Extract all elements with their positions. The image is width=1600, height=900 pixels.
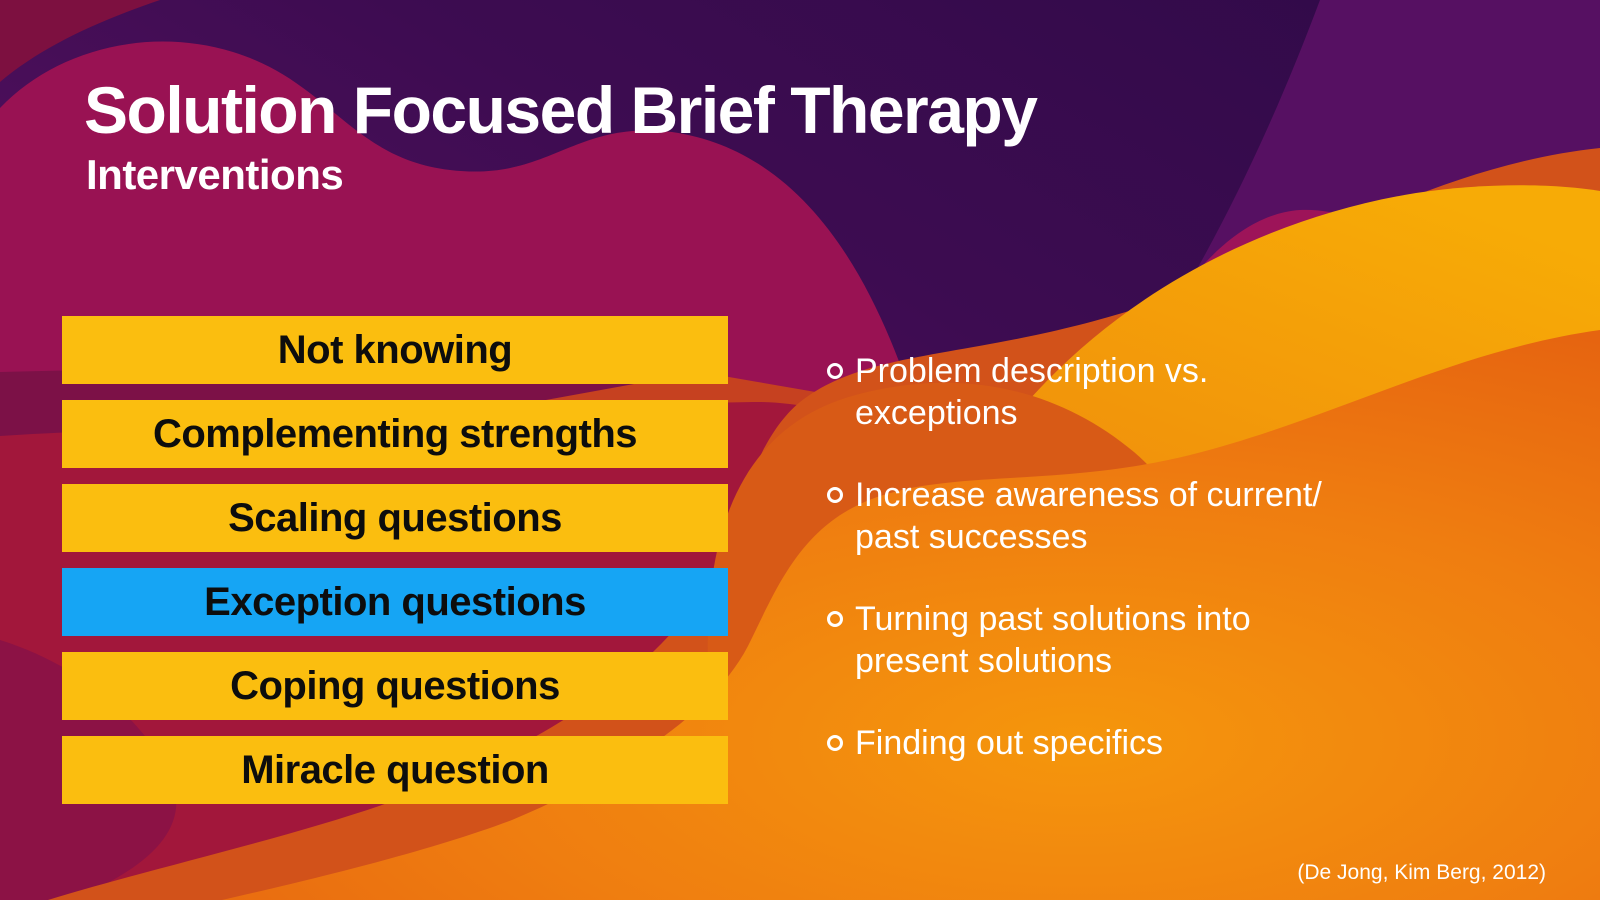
- intervention-not-knowing[interactable]: Not knowing: [62, 316, 728, 384]
- bullet-item-problem-description: Problem description vs. exceptions: [827, 350, 1507, 434]
- bullet-ring-icon: [827, 487, 843, 503]
- intervention-scaling-questions[interactable]: Scaling questions: [62, 484, 728, 552]
- bullet-text-line: exceptions: [855, 394, 1018, 432]
- bullet-ring-icon: [827, 363, 843, 379]
- bullet-list: Problem description vs. exceptions Incre…: [827, 350, 1507, 804]
- bullet-text-line: Increase awareness of current/: [855, 476, 1322, 514]
- intervention-complementing-strengths[interactable]: Complementing strengths: [62, 400, 728, 468]
- citation: (De Jong, Kim Berg, 2012): [1297, 861, 1546, 884]
- bg-bright-orange-layer: [222, 330, 1600, 900]
- slide-subtitle: Interventions: [86, 151, 344, 198]
- slide-title: Solution Focused Brief Therapy: [84, 73, 1038, 147]
- bullet-text-line: past successes: [855, 518, 1088, 556]
- intervention-exception-questions[interactable]: Exception questions: [62, 568, 728, 636]
- bullet-text-line: Finding out specifics: [855, 724, 1164, 762]
- bullet-ring-icon: [827, 735, 843, 751]
- intervention-list: Not knowing Complementing strengths Scal…: [62, 316, 728, 804]
- bullet-item-finding-out-specifics: Finding out specifics: [827, 722, 1507, 764]
- bullet-text-line: Turning past solutions into: [855, 600, 1251, 638]
- bullet-item-turning-past-solutions: Turning past solutions into present solu…: [827, 598, 1507, 682]
- bullet-text-line: Problem description vs.: [855, 352, 1209, 390]
- intervention-coping-questions[interactable]: Coping questions: [62, 652, 728, 720]
- bullet-text-line: present solutions: [855, 642, 1113, 680]
- bg-corner-wedge: [0, 0, 160, 82]
- bullet-item-increase-awareness: Increase awareness of current/ past succ…: [827, 474, 1507, 558]
- intervention-miracle-question[interactable]: Miracle question: [62, 736, 728, 804]
- bullet-ring-icon: [827, 611, 843, 627]
